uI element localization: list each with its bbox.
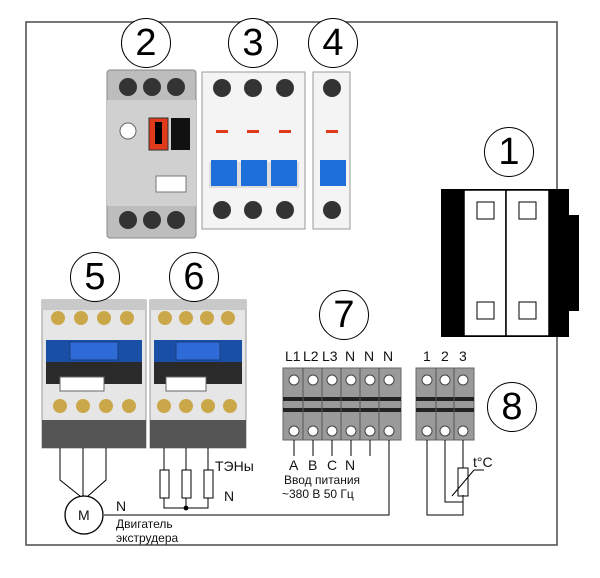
motor-symbol xyxy=(64,495,104,535)
callout-3: 3 xyxy=(228,18,278,68)
tb7-input-b: B xyxy=(308,457,318,473)
tb7-input-a: A xyxy=(289,457,299,473)
callout-4: 4 xyxy=(308,18,358,68)
motor-caption-2: экструдера xyxy=(116,531,179,545)
callout-6: 6 xyxy=(169,252,219,302)
tb8-label-3: 3 xyxy=(459,348,467,364)
tb7-label-n3: N xyxy=(383,348,394,364)
heaters-label: ТЭНы xyxy=(215,458,254,474)
din-rail-1 xyxy=(441,189,579,337)
temperature-sensor-label: t°C xyxy=(473,454,493,470)
tb7-label-l1: L1 xyxy=(285,348,301,364)
tb8-label-1: 1 xyxy=(423,348,431,364)
motor-symbol-label: M xyxy=(78,507,90,523)
motor-neutral-label: N xyxy=(116,498,127,514)
callout-1: 1 xyxy=(484,127,534,177)
power-input-caption-1: Ввод питания xyxy=(284,473,361,487)
motor-caption-1: Двигатель xyxy=(116,517,173,531)
callout-8: 8 xyxy=(487,382,537,432)
breaker-3pole-3 xyxy=(201,71,306,230)
tb7-label-l3: L3 xyxy=(322,348,338,364)
tb8-label-2: 2 xyxy=(441,348,449,364)
heaters-neutral-label: N xyxy=(224,488,235,504)
tb7-input-n: N xyxy=(345,457,356,473)
terminal-block-8 xyxy=(415,367,475,441)
callout-2: 2 xyxy=(121,18,171,68)
callout-5: 5 xyxy=(70,252,120,302)
tb7-label-l2: L2 xyxy=(303,348,319,364)
power-input-caption-2: ~380 В 50 Гц xyxy=(282,487,354,501)
tb7-label-n1: N xyxy=(345,348,356,364)
terminal-block-7 xyxy=(282,367,402,441)
tb7-input-c: C xyxy=(327,457,338,473)
breaker-1pole-4 xyxy=(312,71,351,230)
motor-breaker-2 xyxy=(106,69,197,239)
callout-7: 7 xyxy=(319,290,369,340)
contactor-6 xyxy=(149,299,247,449)
contactor-5 xyxy=(41,299,147,449)
heater-junction xyxy=(183,505,189,511)
tb7-label-n2: N xyxy=(364,348,375,364)
